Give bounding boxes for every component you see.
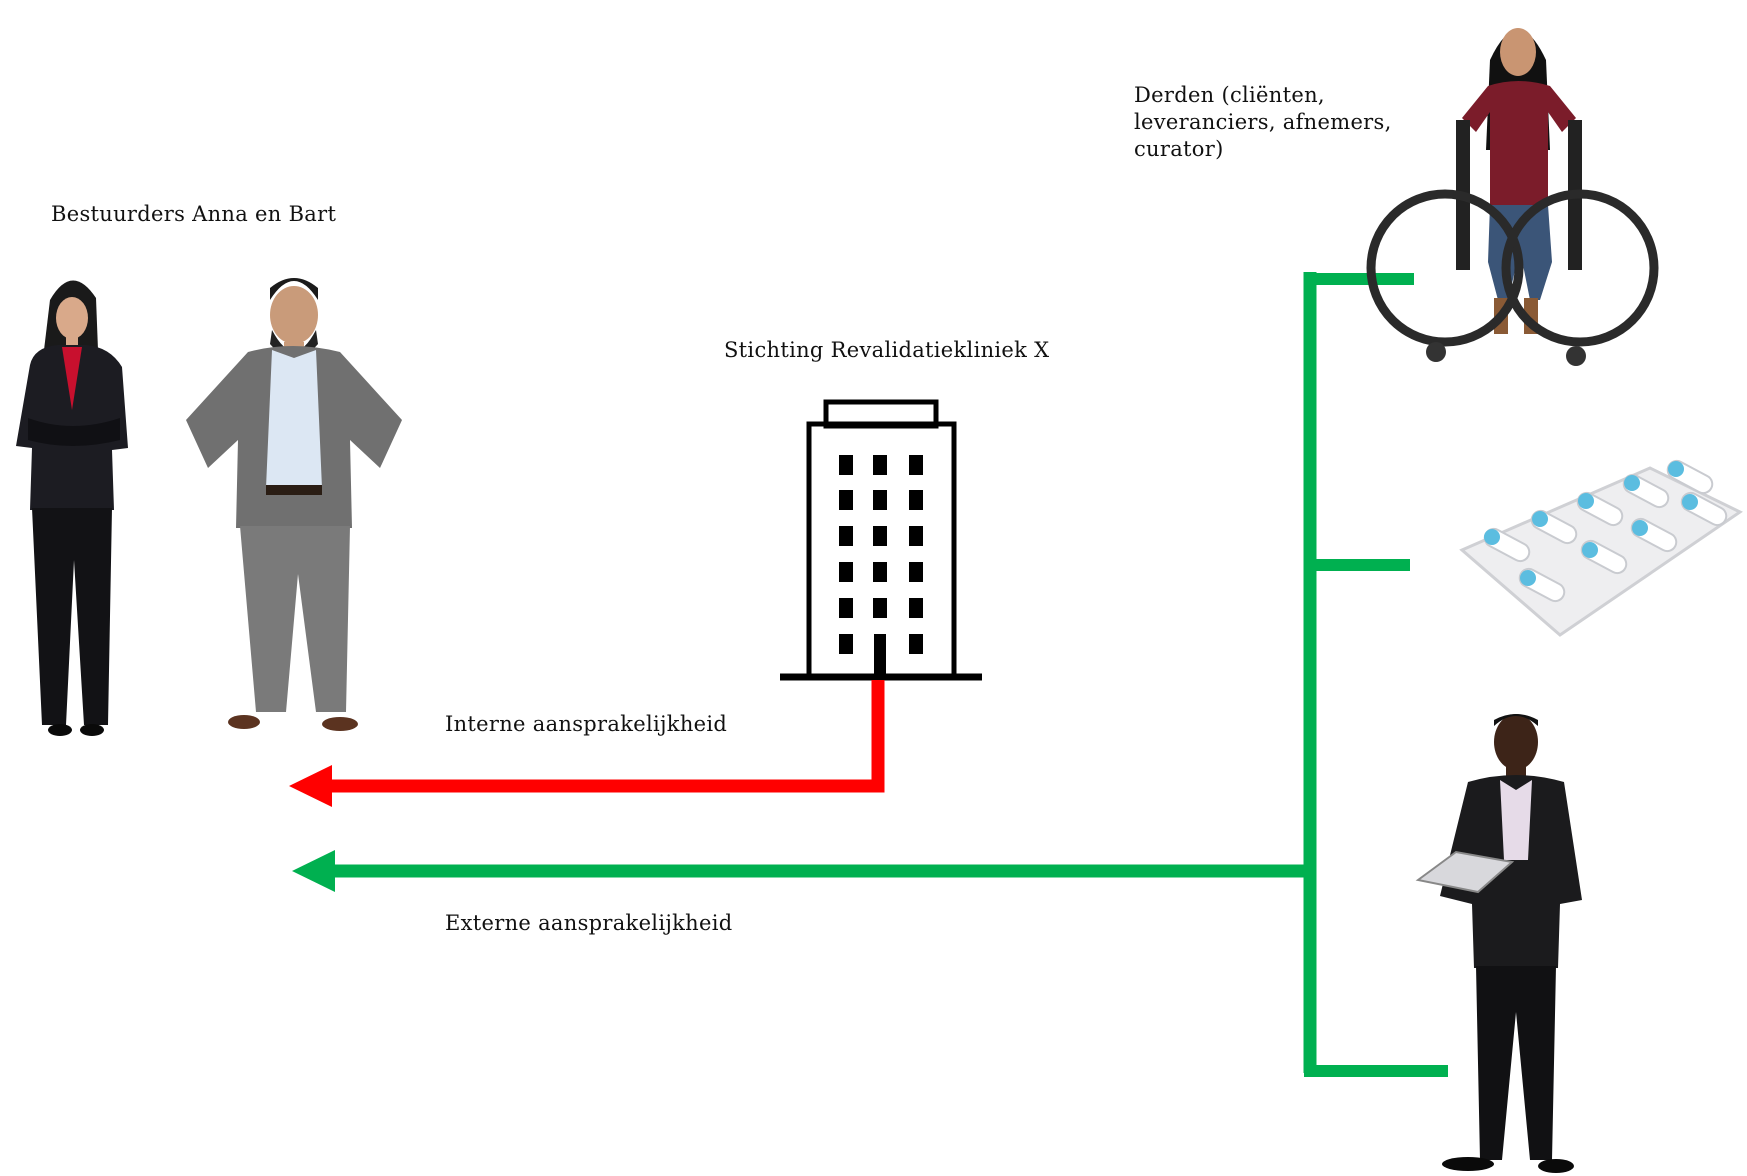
medicine-pills-image	[1459, 459, 1743, 637]
directors-label: Bestuurders Anna en Bart	[51, 202, 337, 226]
external-liability-label: Externe aansprakelijkheid	[445, 911, 733, 935]
foundation-label: Stichting Revalidatiekliniek X	[724, 338, 1050, 362]
internal-liability-arrow	[289, 680, 885, 807]
office-building-icon	[780, 399, 982, 681]
third-parties-label: Derden (cliënten, leveranciers, afnemers…	[1134, 83, 1392, 161]
external-liability-arrow	[292, 272, 1448, 1077]
internal-liability-label: Interne aansprakelijkheid	[445, 712, 728, 736]
businessman-clipboard-figure	[1415, 714, 1582, 1173]
businessman-figure	[186, 278, 402, 731]
businesswoman-figure	[16, 280, 128, 736]
wheelchair-user-figure	[1366, 28, 1659, 366]
